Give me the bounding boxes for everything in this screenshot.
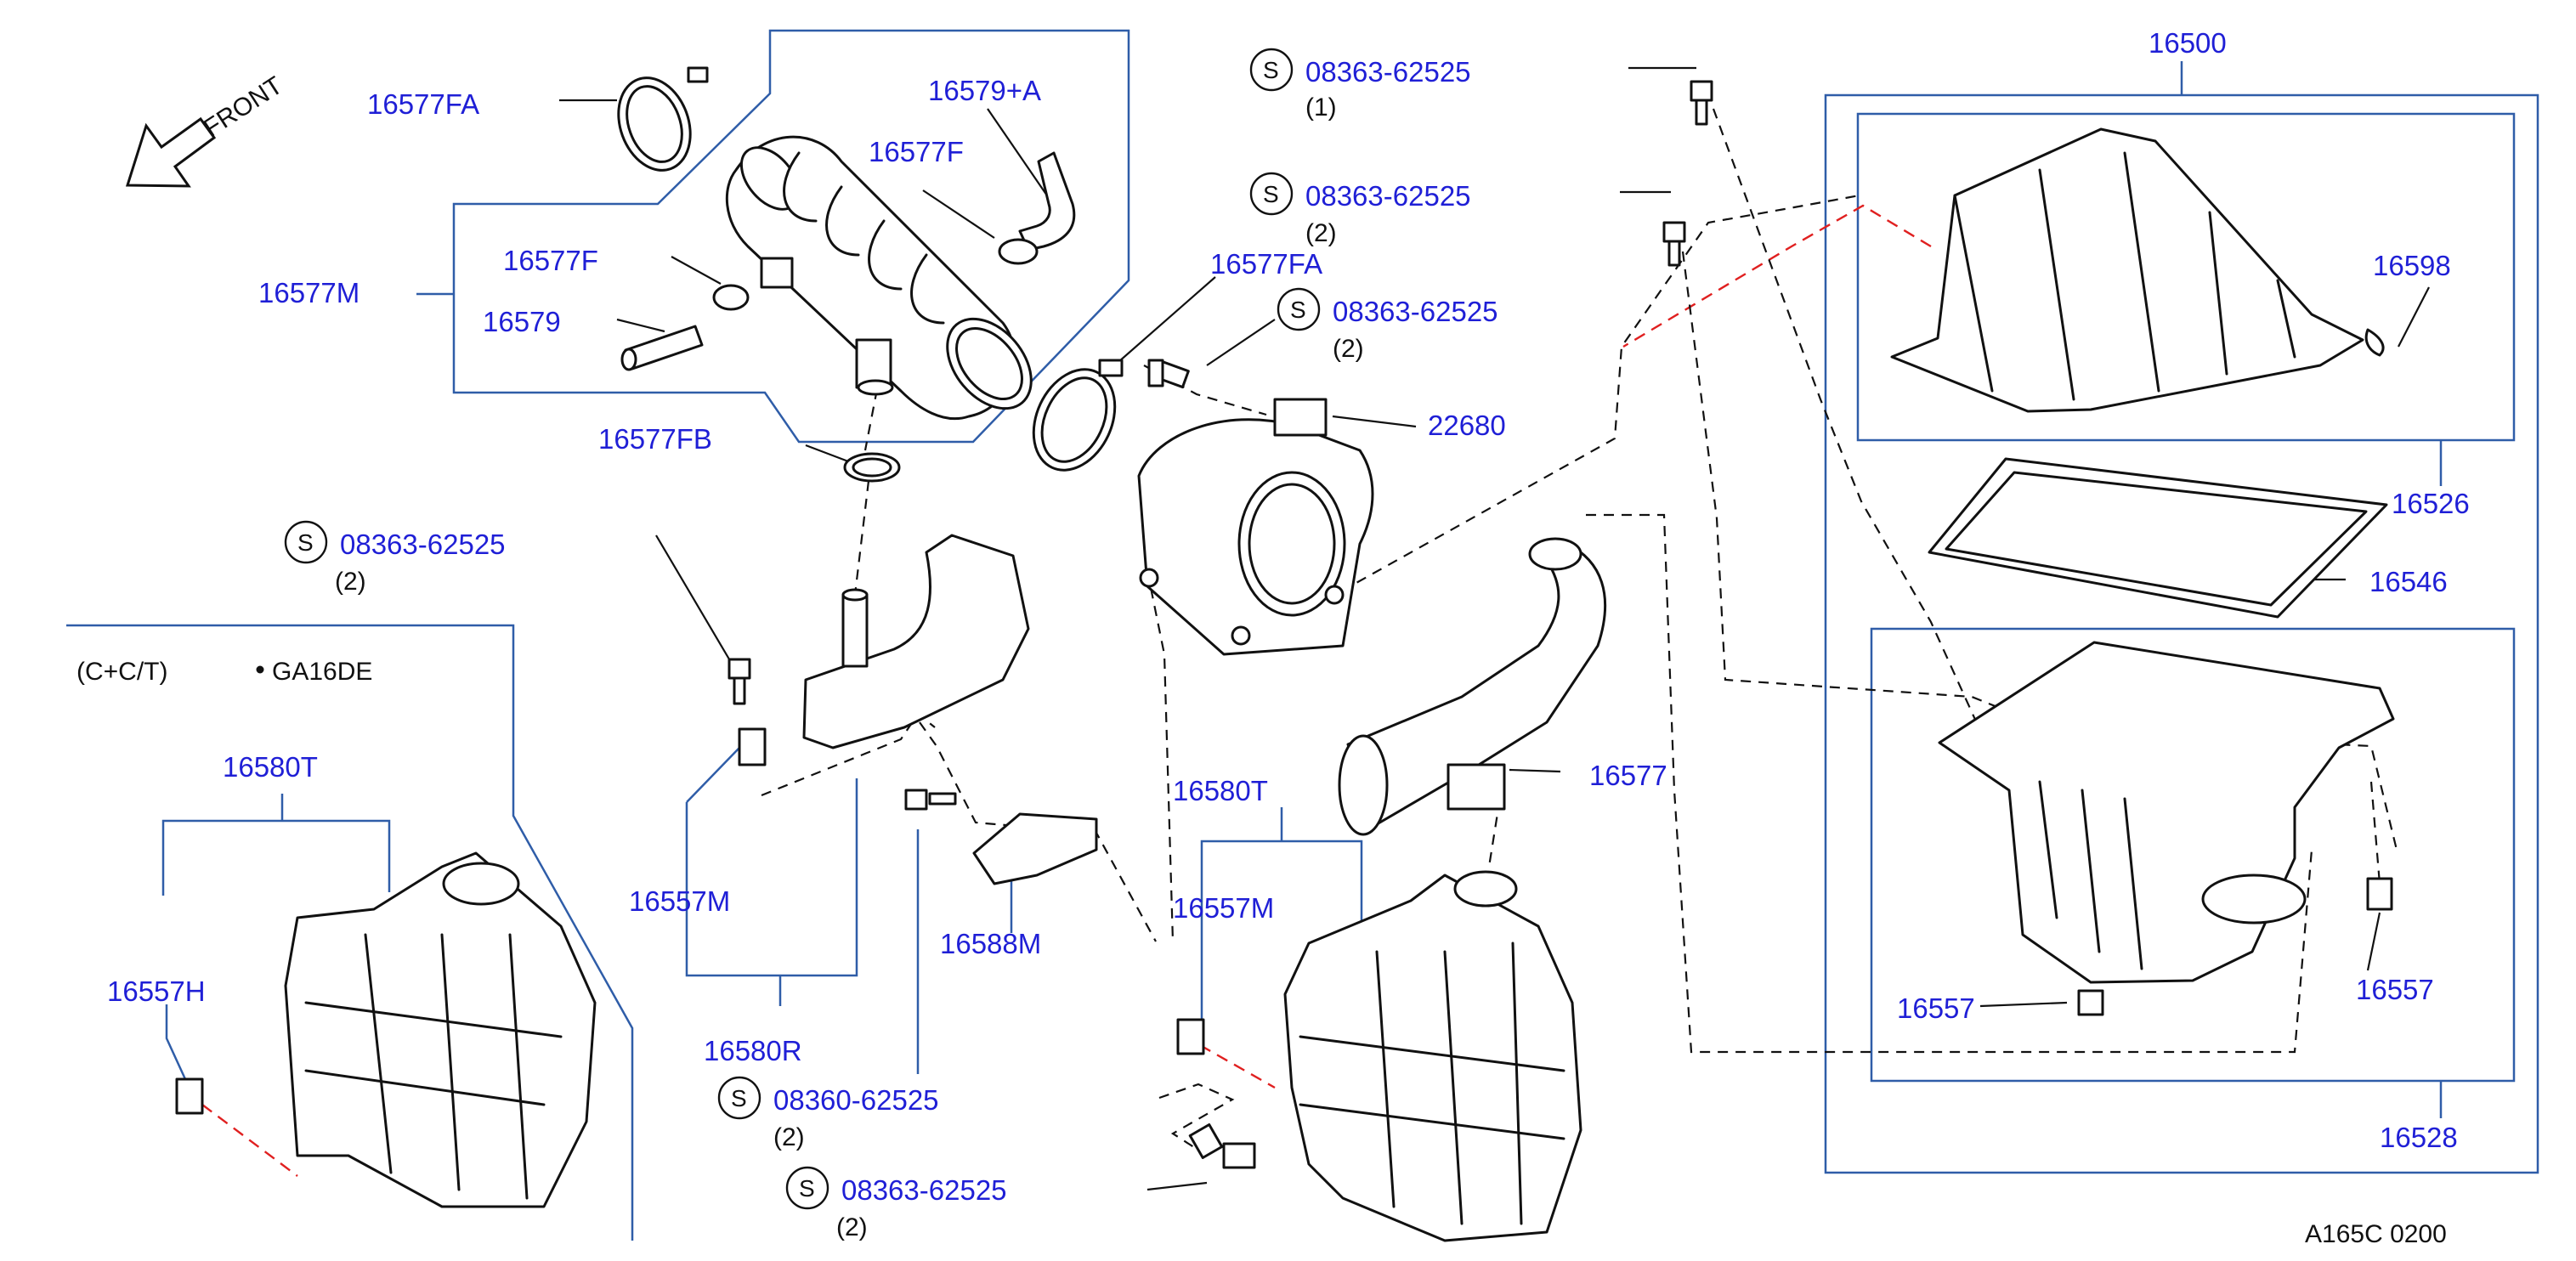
screw-symbol-icon xyxy=(284,520,328,564)
clamp-16577FB xyxy=(843,452,901,483)
screw-number: 08363-62525 xyxy=(1305,180,1471,212)
screw-qty: (2) xyxy=(836,1213,868,1241)
resonator-16580R xyxy=(802,534,1030,749)
screw-qty: (2) xyxy=(773,1123,805,1151)
screw-symbol-icon xyxy=(1249,172,1294,216)
screw-number: 08360-62525 xyxy=(773,1084,939,1116)
svg-text:S: S xyxy=(1263,57,1279,83)
screw-symbol-icon xyxy=(717,1076,761,1120)
label-16577F-left: 16577F xyxy=(503,245,598,276)
screw-top-right xyxy=(1690,80,1713,126)
screw-callout-3: S 08363-62525 (2) xyxy=(1277,287,1498,363)
svg-text:S: S xyxy=(1263,181,1279,207)
bullet-icon xyxy=(256,665,264,674)
grommet-16557H xyxy=(175,1077,204,1115)
screw-qty: (2) xyxy=(1305,219,1337,247)
screw-bottom xyxy=(1188,1123,1256,1169)
clamp-16577F-left xyxy=(712,284,750,311)
label-16579: 16579 xyxy=(483,306,561,337)
svg-text:S: S xyxy=(1290,297,1306,323)
screw-qty: (1) xyxy=(1305,93,1337,122)
air-flow-meter-22680 xyxy=(1137,398,1374,656)
label-16577F-top: 16577F xyxy=(869,136,964,167)
screw-left xyxy=(728,658,751,705)
air-cleaner-cover-16526 xyxy=(1890,127,2364,413)
svg-text:S: S xyxy=(731,1085,747,1111)
resonator-hose xyxy=(725,135,1033,421)
clamp-16577FA-mid xyxy=(1032,359,1124,472)
part-labels: 16577FA 16579+A 16577F 16577F 16577M 165… xyxy=(107,27,2470,1153)
label-16577: 16577 xyxy=(1589,760,1667,791)
screw-number: 08363-62525 xyxy=(841,1174,1007,1206)
label-16577FA-top: 16577FA xyxy=(367,88,479,120)
screw-callout-5: S 08360-62525 (2) xyxy=(717,1076,939,1151)
svg-text:S: S xyxy=(799,1175,815,1202)
label-16579A: 16579+A xyxy=(928,75,1041,106)
label-16557M-mid: 16557M xyxy=(1173,892,1274,924)
hose-16579 xyxy=(620,325,704,371)
grommet-16557M-left xyxy=(738,727,767,766)
filter-element-16546 xyxy=(1928,457,2388,619)
grommet-16557-b xyxy=(2366,877,2393,911)
clamp-16577F-top xyxy=(998,238,1039,265)
label-16580T-left: 16580T xyxy=(223,751,318,783)
label-16557H: 16557H xyxy=(107,975,206,1007)
front-arrow-icon xyxy=(125,116,217,188)
label-16546: 16546 xyxy=(2369,566,2448,597)
front-label: FRONT xyxy=(199,71,288,143)
screw-number: 08363-62525 xyxy=(1305,56,1471,88)
screw-08360 xyxy=(904,789,957,811)
grommet-16557-a xyxy=(2077,989,2104,1016)
screw-qty: (2) xyxy=(335,568,366,596)
screw-callout-4: S 08363-62525 (2) xyxy=(284,520,506,596)
screw-callout-1: S 08363-62525 (1) xyxy=(1249,48,1471,122)
grommet-16557M-mid xyxy=(1176,1018,1205,1055)
screw-symbol-icon xyxy=(785,1166,829,1210)
label-16528: 16528 xyxy=(2380,1122,2458,1153)
label-16557-b: 16557 xyxy=(2356,974,2434,1005)
screw-upper-right xyxy=(1662,221,1686,267)
label-22680: 22680 xyxy=(1428,410,1506,441)
label-16500: 16500 xyxy=(2149,27,2227,59)
label-16580T-mid: 16580T xyxy=(1173,775,1268,806)
variant-engine: GA16DE xyxy=(272,658,372,686)
clamp-16577FA-top xyxy=(617,66,709,172)
label-16557-a: 16557 xyxy=(1897,992,1975,1024)
svg-text:S: S xyxy=(297,529,314,556)
diagram-code: A165C 0200 xyxy=(2305,1220,2447,1248)
clip-16598 xyxy=(2364,328,2385,357)
air-cleaner-body-16528 xyxy=(1938,641,2395,984)
resonator-16580T-mid xyxy=(1283,870,1582,1242)
screw-number: 08363-62525 xyxy=(340,529,506,560)
label-16598: 16598 xyxy=(2373,250,2451,281)
label-16577FA-mid: 16577FA xyxy=(1210,248,1322,280)
screw-symbol-icon xyxy=(1249,48,1294,92)
label-16526: 16526 xyxy=(2392,488,2470,519)
label-16588M: 16588M xyxy=(940,928,1041,959)
variant-note: (C+C/T) xyxy=(76,658,168,686)
label-16580R: 16580R xyxy=(704,1035,802,1066)
label-16577M: 16577M xyxy=(258,277,360,308)
screw-callout-6: S 08363-62525 (2) xyxy=(785,1166,1007,1241)
screw-number: 08363-62525 xyxy=(1333,296,1498,327)
bracket-16588M xyxy=(972,812,1098,885)
screw-qty: (2) xyxy=(1333,335,1364,363)
label-16577FB: 16577FB xyxy=(598,423,712,455)
air-duct-16577 xyxy=(1338,537,1607,836)
group-lines xyxy=(66,29,2539,1241)
resonator-16580T-left xyxy=(284,851,597,1208)
screw-mid xyxy=(1147,359,1190,389)
label-16557M-left: 16557M xyxy=(629,885,730,917)
screw-callout-2: S 08363-62525 (2) xyxy=(1249,172,1471,247)
screw-symbol-icon xyxy=(1277,287,1321,331)
